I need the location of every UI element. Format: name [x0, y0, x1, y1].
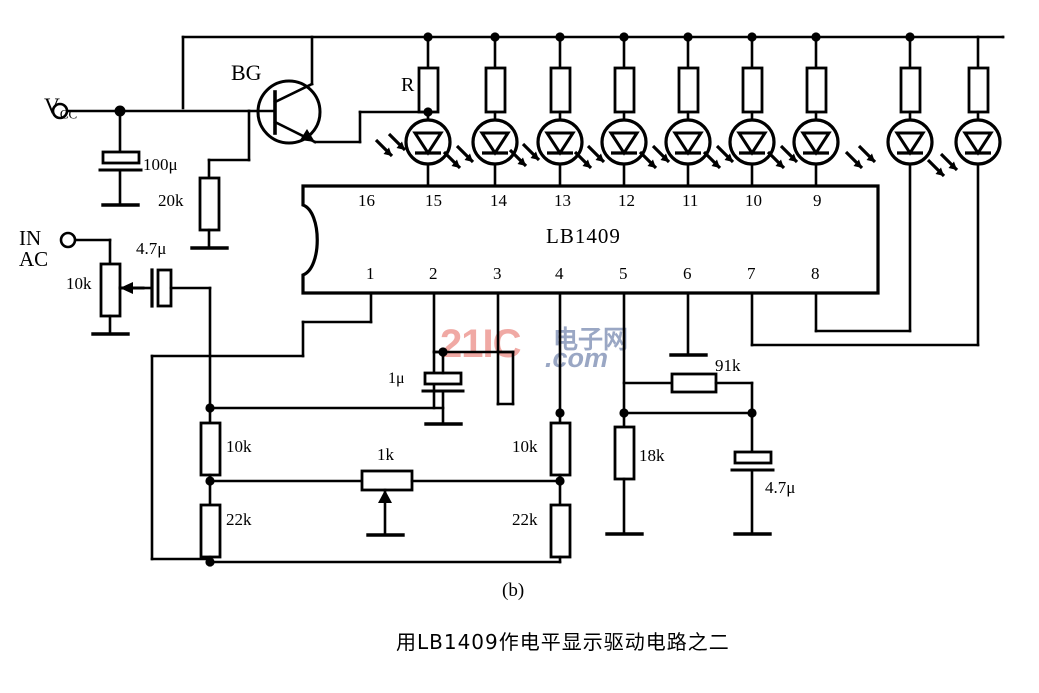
ic-pin-12: 12 [618, 191, 635, 210]
ic-pin-9: 9 [813, 191, 822, 210]
led-2 [471, 118, 519, 166]
ic-pin-15: 15 [425, 191, 442, 210]
cap-4u7-bottom-label: 4.7μ [765, 478, 796, 497]
cap-100u-label: 100μ [143, 155, 178, 174]
led-5 [664, 118, 712, 166]
led-9 [954, 118, 1002, 166]
ic-pin-7: 7 [747, 264, 756, 283]
ic-pin-4: 4 [555, 264, 564, 283]
vcc-label: VCC [44, 93, 78, 122]
res-10k-left-label: 10k [226, 437, 252, 456]
pot-1k-label: 1k [377, 445, 394, 464]
res-91k-label: 91k [715, 356, 741, 375]
cap-4u7-input-label: 4.7μ [136, 239, 167, 258]
pot-10k-input-label: 10k [66, 274, 92, 293]
led-7 [792, 118, 840, 166]
res-22k-right-label: 22k [512, 510, 538, 529]
ic-pin-13: 13 [554, 191, 571, 210]
figure-caption: 用LB1409作电平显示驱动电路之二 [396, 630, 730, 654]
ic-pin-16: 16 [358, 191, 375, 210]
led-1 [404, 118, 452, 166]
led-6 [728, 118, 776, 166]
ic-pin-3: 3 [493, 264, 502, 283]
input-ac-label: AC [19, 247, 49, 271]
ic-pin-14: 14 [490, 191, 507, 210]
ic-part-number: LB1409 [546, 224, 621, 248]
res-18k-label: 18k [639, 446, 665, 465]
led-3 [536, 118, 584, 166]
ic-pin-2: 2 [429, 264, 438, 283]
resistor-r-label: R [401, 74, 415, 96]
res-10k-right-label: 10k [512, 437, 538, 456]
ic-pin-6: 6 [683, 264, 692, 283]
ic-pin-11: 11 [682, 191, 699, 210]
transistor-bg-label: BG [231, 60, 262, 85]
ic-pin-5: 5 [619, 264, 628, 283]
ic-pin-1: 1 [366, 264, 375, 283]
ic-pin-10: 10 [745, 191, 762, 210]
input-in-label: IN [19, 226, 42, 250]
subfigure-label: (b) [502, 580, 525, 601]
res-20k-label: 20k [158, 191, 184, 210]
led-8 [886, 118, 934, 166]
ic-pin-8: 8 [811, 264, 820, 283]
res-22k-left-label: 22k [226, 510, 252, 529]
cap-1u-label: 1μ [388, 370, 405, 387]
led-4 [600, 118, 648, 166]
